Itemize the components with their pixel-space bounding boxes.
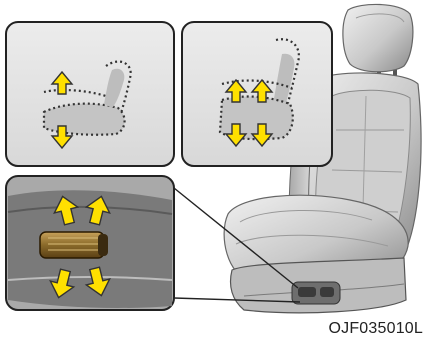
panel-switch-closeup xyxy=(6,176,174,310)
panel-seat-tilt xyxy=(6,22,174,166)
figure-code: OJF035010L xyxy=(328,320,423,338)
panel-seat-height xyxy=(182,22,332,166)
switch-lever-icon xyxy=(40,232,108,258)
